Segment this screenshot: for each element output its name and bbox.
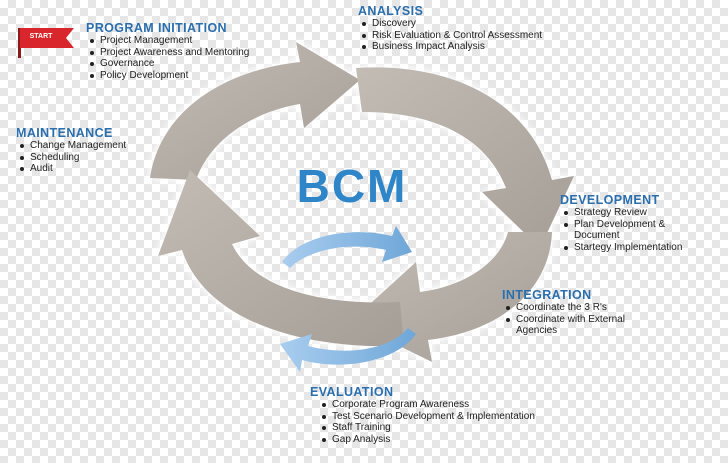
list-item: Strategy Review [564, 207, 710, 219]
list-item: Audit [19, 163, 126, 175]
list-item: Project Awareness and Mentoring [89, 46, 250, 58]
list-item: Coordinate the 3 R's [506, 302, 682, 314]
list-item: Scheduling [19, 152, 126, 164]
section-program-initiation: PROGRAM INITIATION Project Management Pr… [86, 21, 249, 81]
start-flag: START [12, 22, 72, 62]
cycle-arrow-top-left [150, 42, 360, 180]
section-title: EVALUATION [310, 385, 394, 399]
list-item: Project Management [89, 35, 249, 47]
list-item: Coordinate with External Agencies [506, 314, 646, 337]
section-list: Strategy Review Plan Development & Docum… [560, 207, 710, 253]
list-item: Change Management [19, 140, 127, 151]
section-title: PROGRAM INITIATION [86, 21, 227, 35]
section-evaluation: EVALUATION Corporate Program Awareness T… [310, 385, 580, 445]
section-maintenance: MAINTENANCE Change Management Scheduling… [16, 126, 126, 175]
list-item: Discovery [361, 18, 542, 30]
section-analysis: ANALYSIS Discovery Risk Evaluation & Con… [358, 4, 542, 53]
list-item: Staff Training [322, 422, 580, 434]
list-item: Policy Development [89, 70, 249, 82]
start-flag-icon [18, 28, 74, 58]
cycle-arrow-left [158, 170, 404, 347]
section-integration: INTEGRATION Coordinate the 3 R's Coordin… [502, 288, 682, 337]
section-list: Corporate Program Awareness Test Scenari… [310, 399, 580, 445]
inner-arrow-bottom [280, 328, 416, 372]
list-item: Gap Analysis [322, 434, 580, 446]
inner-arrow-top [282, 226, 412, 268]
start-label: START [29, 33, 53, 40]
list-item: Corporate Program Awareness [322, 399, 580, 411]
section-title: MAINTENANCE [16, 126, 113, 140]
list-item: Plan Development & Document [564, 219, 710, 242]
list-item: Governance [89, 58, 249, 70]
list-item: Startegy Implementation [564, 242, 710, 254]
section-list: Change Management Scheduling Audit [16, 140, 126, 175]
list-item: Risk Evaluation & Control Assessment [361, 29, 543, 41]
list-item: Business Impact Analysis [361, 41, 542, 53]
center-label: BCM [296, 160, 408, 212]
section-development: DEVELOPMENT Strategy Review Plan Develop… [560, 193, 710, 253]
section-list: Project Management Project Awareness and… [86, 35, 249, 81]
section-title: ANALYSIS [358, 4, 424, 18]
section-title: INTEGRATION [502, 288, 592, 302]
list-item: Test Scenario Development & Implementati… [322, 411, 580, 423]
section-list: Discovery Risk Evaluation & Control Asse… [358, 18, 542, 53]
cycle-arrow-top-right [356, 67, 574, 248]
section-list: Coordinate the 3 R's Coordinate with Ext… [502, 302, 682, 337]
section-title: DEVELOPMENT [560, 193, 660, 207]
